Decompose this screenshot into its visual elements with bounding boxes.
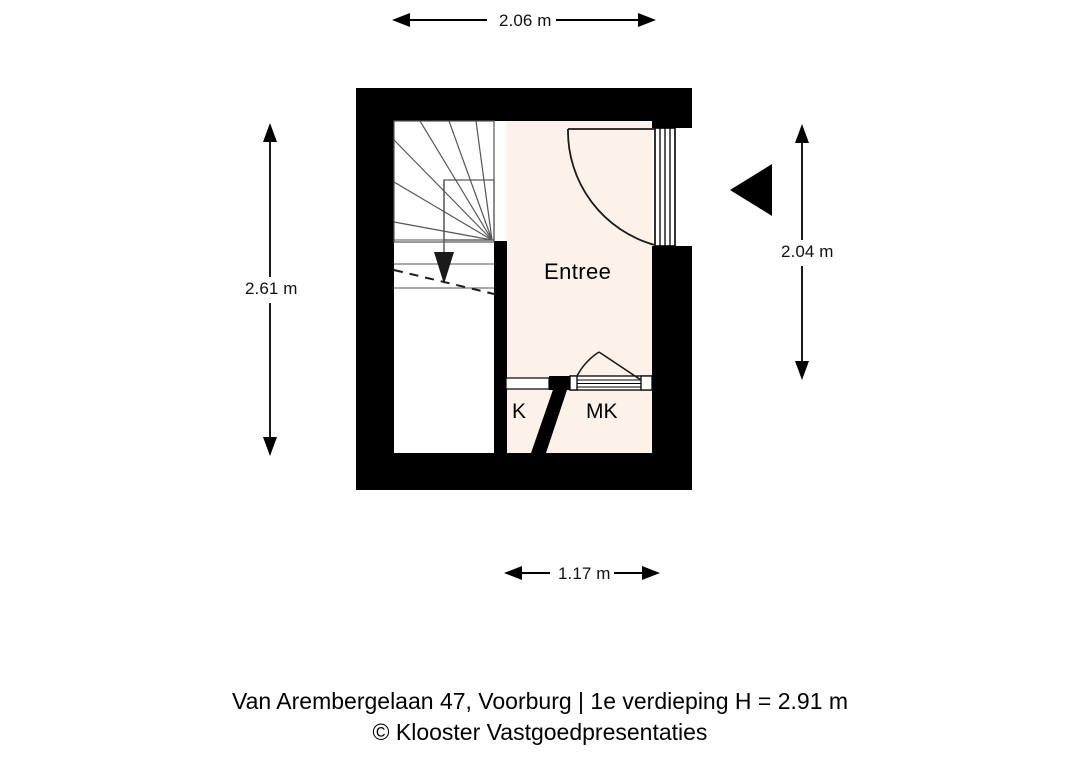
dim-bottom-arrowhead-right bbox=[642, 566, 660, 580]
front-door-swing-arc bbox=[567, 128, 656, 246]
wall-bottom bbox=[356, 453, 692, 490]
wall-k-header-left bbox=[494, 376, 506, 390]
mk-door-panel bbox=[598, 351, 642, 381]
mk-door-swing-arc bbox=[576, 351, 600, 377]
entree-floor-fill bbox=[506, 121, 652, 453]
dim-top-arrowhead-right bbox=[638, 13, 656, 27]
mk-floor-fill bbox=[570, 381, 652, 453]
caption-copyright-line: © Klooster Vastgoedpresentaties bbox=[372, 719, 708, 745]
wall-right-upper-stub bbox=[652, 88, 692, 128]
wall-right-lower bbox=[652, 246, 692, 490]
stair-tread-5 bbox=[393, 181, 493, 241]
k-closet-floor-fill bbox=[506, 381, 556, 453]
stair-tread-4 bbox=[393, 139, 493, 241]
dimension-label-top: 2.06 m bbox=[499, 11, 552, 30]
stairwell-void-fill bbox=[394, 121, 494, 453]
caption-address-line: Van Arembergelaan 47, Voorburg | 1e verd… bbox=[231, 688, 849, 714]
mk-door-jamb-right bbox=[640, 375, 653, 391]
wall-k-mk-angled bbox=[531, 381, 570, 453]
room-label-k: K bbox=[512, 400, 527, 423]
dim-right-arrowhead-bottom bbox=[795, 361, 809, 380]
room-label-entree: Entree bbox=[544, 259, 612, 284]
stair-tread-6 bbox=[393, 221, 493, 241]
wall-right-door-jamb bbox=[675, 128, 692, 246]
wall-top bbox=[356, 88, 692, 121]
dim-right-arrowhead-top bbox=[795, 124, 809, 143]
dimension-label-right: 2.04 m bbox=[781, 242, 834, 261]
dimension-label-left: 2.61 m bbox=[245, 279, 298, 298]
entrance-pointer-icon bbox=[730, 164, 772, 216]
mk-door-jamb-left bbox=[569, 375, 578, 391]
plan-caption: Van Arembergelaan 47, Voorburg | 1e verd… bbox=[0, 686, 1080, 748]
stair-direction-arrow-icon bbox=[434, 252, 454, 284]
stair-headroom-dashed-line bbox=[393, 269, 495, 295]
wall-internal-vertical bbox=[494, 241, 507, 453]
k-opening bbox=[505, 377, 550, 390]
wall-left bbox=[356, 88, 394, 490]
dimension-label-bottom: 1.17 m bbox=[558, 564, 611, 583]
dim-top-arrowhead-left bbox=[392, 13, 410, 27]
dim-bottom-arrowhead-left bbox=[504, 566, 522, 580]
dim-left-arrowhead-top bbox=[263, 123, 277, 142]
dim-left-arrowhead-bottom bbox=[263, 437, 277, 456]
room-label-mk: MK bbox=[586, 400, 618, 423]
